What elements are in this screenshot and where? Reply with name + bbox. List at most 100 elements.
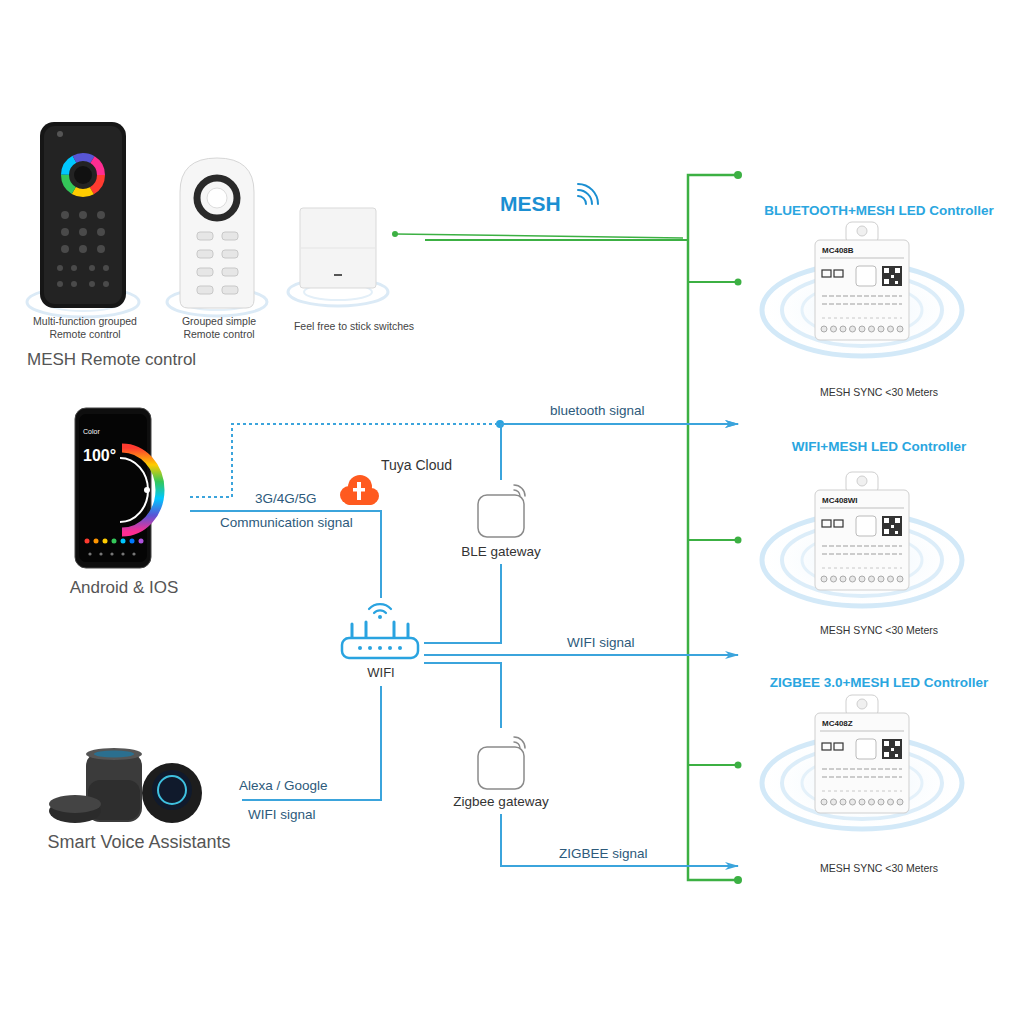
multi-function-remote: [61, 245, 69, 253]
zigbee-gateway-icon: [514, 737, 525, 748]
signal-label: Communication signal: [220, 515, 353, 531]
model-number: MC408Z: [822, 719, 853, 729]
multi-function-remote: [103, 265, 109, 271]
multi-function-remote: [97, 245, 105, 253]
multi-function-remote: [97, 228, 105, 236]
multi-function-remote: [65, 157, 101, 193]
wall-switch: Feel free to stick switches: [283, 200, 425, 340]
mesh-link: [395, 234, 683, 238]
wifi-router: [358, 646, 362, 650]
voice-assistant: Smart Voice Assistants: [36, 735, 242, 857]
multi-function-remote: [40, 122, 126, 308]
wall-switch: [334, 274, 342, 276]
protocol-label: MESH: [500, 191, 561, 216]
mesh-end-dot: [735, 279, 742, 286]
wifi-router: [369, 604, 391, 609]
multi-function-remote: [65, 157, 101, 193]
caption: Zigbee gateway: [444, 794, 558, 810]
wifi-router: [393, 622, 396, 638]
multi-function-remote: [57, 211, 109, 287]
smartphone: [75, 408, 160, 568]
multi-function-remote: [97, 211, 105, 219]
smartphone: [88, 552, 91, 555]
multi-function-remote: [40, 122, 126, 308]
mesh-end-dot: [735, 762, 742, 769]
simple-remote: [197, 268, 213, 276]
led-controller: ZIGBEE 3.0+MESH LED ControllerMC408ZMESH…: [738, 668, 1020, 883]
wifi-router: [369, 604, 391, 613]
smartphone: [75, 408, 151, 568]
range-note: MESH SYNC <30 Meters: [738, 386, 1020, 399]
signal-label: bluetooth signal: [548, 403, 647, 419]
multi-function-remote: [79, 211, 87, 219]
tuya-cloud-icon: [353, 488, 365, 492]
multi-function-remote: [79, 245, 87, 253]
wifi-router: [368, 646, 372, 650]
remote-control: Grouped simple Remote control: [163, 150, 275, 345]
signal-label: WIFI signal: [565, 635, 637, 651]
screen-value: 100°: [83, 446, 116, 465]
simple-remote: [197, 286, 213, 294]
smartphone: [121, 552, 124, 555]
tuya-cloud-icon: [340, 475, 379, 505]
wifi-router: [378, 615, 382, 619]
ble-gateway-icon: [478, 495, 524, 537]
smartphone: [88, 552, 135, 555]
simple-remote: [222, 268, 238, 276]
wifi-router: [342, 638, 418, 658]
multi-function-remote: [71, 281, 77, 287]
wifi-router: [365, 622, 368, 638]
simple-remote: [197, 232, 238, 294]
multi-function-remote: [79, 228, 87, 236]
ble-gateway-icon: [514, 485, 525, 496]
simple-remote: [197, 232, 213, 240]
ble-gateway: BLE gateway: [452, 480, 550, 564]
smartphone: [122, 448, 160, 532]
signal-connector: [424, 564, 501, 643]
multi-function-remote: [89, 281, 95, 287]
signal-connector: [425, 240, 738, 540]
signal-label: Alexa / Google: [237, 778, 330, 794]
smartphone: [103, 539, 108, 544]
multi-function-remote: [89, 265, 95, 271]
smartphone: [112, 539, 117, 544]
multi-function-remote: [103, 281, 109, 287]
zigbee-gateway: Zigbee gateway: [444, 728, 558, 814]
mesh-signal-icon: [578, 184, 598, 204]
smart-speakers: [49, 795, 101, 813]
wifi-router: [374, 610, 386, 613]
zigbee-gateway-icon: [478, 747, 524, 789]
multi-function-remote: [44, 126, 122, 304]
controller-heading: ZIGBEE 3.0+MESH LED Controller: [738, 675, 1020, 691]
simple-remote: [222, 232, 238, 240]
led-controller: WIFI+MESH LED ControllerMC408WIMESH SYNC…: [738, 430, 1020, 666]
caption: Multi-function grouped Remote control: [18, 315, 152, 341]
signal-label: WIFI signal: [248, 807, 316, 823]
wall-switch: [301, 248, 375, 249]
controller-device: [754, 222, 970, 362]
zigbee-gateway-icon: [514, 737, 525, 748]
smartphone: [121, 539, 126, 544]
controller-device: [754, 472, 970, 612]
wifi-router: [398, 646, 402, 650]
smartphone: Android & IOS: [58, 402, 190, 602]
led-controller: BLUETOOTH+MESH LED ControllerMC408BMESH …: [738, 198, 1020, 430]
signal-connector: [425, 240, 738, 765]
smartphone: [94, 539, 99, 544]
multi-function-remote: [61, 211, 69, 219]
simple-remote: [222, 286, 238, 294]
range-note: MESH SYNC <30 Meters: [738, 624, 1020, 637]
smart-speakers: [49, 748, 202, 823]
wifi-router: WIFI: [338, 598, 424, 686]
screen-text: Color: [83, 428, 100, 436]
caption: Grouped simple Remote control: [163, 315, 275, 341]
cloud-label: Tuya Cloud: [381, 457, 452, 474]
mesh-end-dot: [735, 537, 742, 544]
smart-speakers: [94, 751, 134, 758]
smart-speakers: [158, 776, 186, 804]
ble-gateway-icon: [514, 490, 520, 496]
smartphone: [79, 414, 147, 562]
wifi-router: [407, 624, 410, 638]
wall-switch: [300, 208, 376, 288]
smart-speakers: [152, 770, 192, 810]
